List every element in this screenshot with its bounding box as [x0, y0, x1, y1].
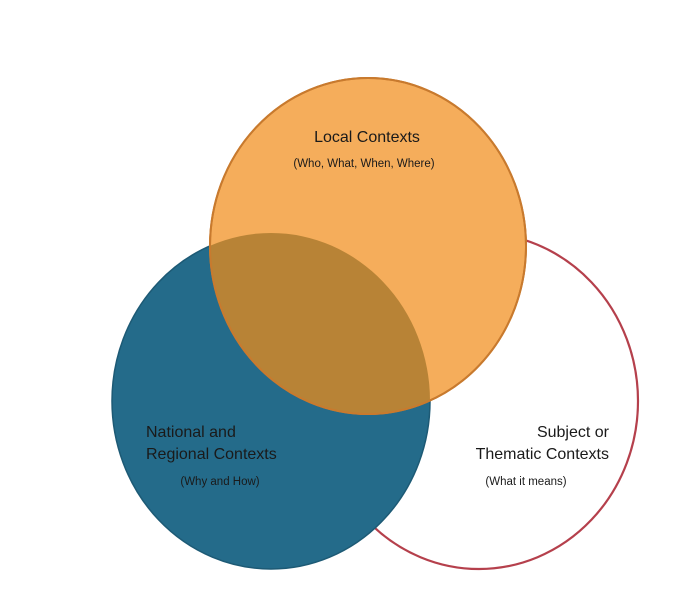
local-contexts-outline [209, 77, 527, 415]
national-contexts-subtitle: (Why and How) [180, 476, 259, 488]
national-contexts-title-line1: National and [146, 424, 236, 441]
subject-contexts-title-line1: Subject or [537, 424, 610, 441]
local-contexts-subtitle: (Who, What, When, Where) [293, 158, 434, 170]
subject-contexts-subtitle: (What it means) [485, 476, 566, 488]
local-contexts-title: Local Contexts [314, 129, 420, 146]
subject-contexts-title-line2: Thematic Contexts [476, 446, 609, 463]
national-contexts-title-line2: Regional Contexts [146, 446, 277, 463]
